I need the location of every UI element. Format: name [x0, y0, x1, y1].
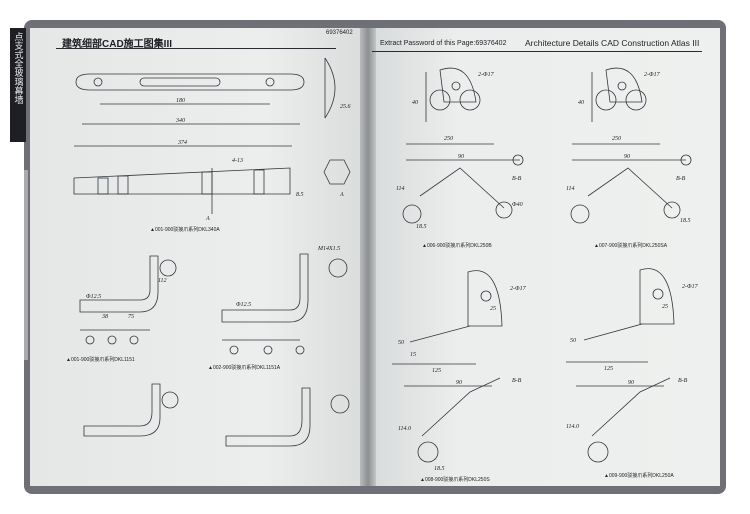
- dim-text: 40: [412, 99, 418, 106]
- spider-arm-drawing-2: [570, 67, 692, 224]
- right-page-password: Extract Password of this Page:69376402: [380, 40, 507, 47]
- side-tab-label: 点支式全玻璃幕墙: [13, 32, 24, 104]
- dim-text: Φ12.5: [86, 294, 101, 300]
- dim-text: 112: [158, 278, 167, 284]
- section-label-bb: B-B: [512, 378, 522, 384]
- dim-text: 114: [566, 185, 575, 192]
- slotted-plate-drawing: [75, 57, 336, 125]
- l-bracket-drawing-1: [79, 255, 177, 345]
- dim-text: 114: [396, 185, 405, 192]
- dim-text: 18.5: [434, 466, 445, 472]
- dim-text: 2-Φ17: [478, 72, 495, 78]
- section-label-a: A: [339, 192, 344, 198]
- section-label-bb: B-B: [512, 176, 522, 182]
- dim-text: 90: [628, 380, 634, 386]
- book-spine: [360, 28, 376, 486]
- drawing-caption: ▲006-900驳接爪系列DKL250B: [422, 243, 492, 249]
- dim-text: 4-13: [232, 157, 243, 164]
- dim-text: 90: [456, 380, 462, 386]
- dim-text: 50: [398, 340, 404, 346]
- drawing-caption: ▲001-900驳接爪系列DKL1151: [66, 357, 135, 363]
- drawing-caption: ▲008-900驳接爪系列DKL250S: [420, 477, 490, 483]
- long-bar-drawing: [73, 145, 351, 214]
- dim-text: 125: [432, 368, 441, 374]
- dim-text: 374: [177, 139, 187, 146]
- dim-text: 2-Φ17: [682, 284, 699, 290]
- page-edge: [24, 170, 28, 360]
- dim-text: 25: [662, 304, 668, 310]
- spider-arm-drawing-4: [566, 268, 675, 463]
- dim-text: 8.5: [296, 192, 304, 198]
- dim-text: 114.0: [566, 423, 579, 430]
- dim-text: 15: [410, 352, 416, 358]
- section-label-a: A: [205, 216, 210, 222]
- dim-text: 40: [578, 99, 584, 106]
- section-label-bb: B-B: [678, 378, 688, 384]
- left-header-rule: [56, 48, 336, 49]
- dim-text: 2-Φ17: [644, 72, 661, 78]
- dim-text: Φ12.5: [236, 302, 251, 308]
- dim-text: 114.0: [398, 425, 411, 432]
- dim-text: 90: [458, 154, 464, 160]
- dim-text: 50: [570, 338, 576, 344]
- drawing-caption: ▲009-900驳接爪系列DKL250A: [604, 473, 674, 479]
- section-side-tab: 点支式全玻璃幕墙: [10, 28, 26, 142]
- section-label-bb: B-B: [676, 176, 686, 182]
- dim-text: 25.6: [340, 104, 351, 110]
- right-page: [372, 28, 720, 486]
- dim-text: 38: [101, 314, 108, 320]
- book-photo-frame: [24, 20, 726, 494]
- dim-text: 125: [604, 366, 613, 372]
- dim-text: 340: [175, 117, 185, 124]
- spider-arm-drawing-1: [402, 67, 524, 224]
- right-page-title: Architecture Details CAD Construction At…: [525, 38, 700, 48]
- dim-text: 18.5: [416, 224, 427, 230]
- dim-text: M14X1.5: [317, 245, 340, 252]
- dim-text: 75: [128, 314, 134, 320]
- dim-text: 18.5: [680, 218, 691, 224]
- left-page-corner-code: 69376402: [326, 30, 353, 36]
- left-page-header: 建筑细部CAD施工图集III: [62, 39, 172, 50]
- right-header-rule: [372, 51, 702, 52]
- l-bracket-drawing-4: [225, 387, 350, 447]
- l-bracket-drawing-2: [221, 253, 348, 355]
- dim-text: 250: [444, 136, 453, 142]
- spider-arm-drawing-3: [392, 270, 503, 463]
- dim-text: 25: [490, 306, 496, 312]
- l-bracket-drawing-3: [83, 383, 179, 437]
- drawing-caption: ▲001-900驳接爪系列DKL340A: [150, 227, 220, 233]
- dim-text: 180: [176, 98, 185, 104]
- drawing-caption: ▲007-900驳接爪系列DKL250SA: [594, 243, 668, 249]
- dim-text: 250: [612, 136, 621, 142]
- drawing-caption: ▲002-900驳接爪系列DKL1151A: [208, 365, 281, 371]
- dim-text: 90: [624, 154, 630, 160]
- dim-text: Φ40: [512, 201, 523, 208]
- dim-text: 2-Φ17: [510, 286, 527, 292]
